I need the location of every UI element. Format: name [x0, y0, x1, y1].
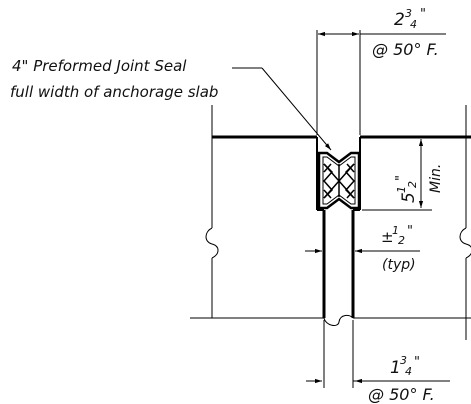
- seal-outline: [317, 151, 361, 210]
- seal-inner-outline: [322, 156, 356, 205]
- callout-line-1: 4" Preformed Joint Seal: [12, 57, 187, 75]
- svg-text:2: 2: [398, 234, 405, 247]
- svg-text:4: 4: [410, 18, 417, 31]
- svg-text:2: 2: [406, 181, 419, 188]
- svg-text:3: 3: [405, 7, 412, 20]
- svg-text:3: 3: [400, 354, 407, 367]
- slab-outlines: [190, 105, 471, 340]
- svg-text:2: 2: [394, 10, 405, 30]
- depth-dimension: [362, 136, 432, 211]
- svg-text:1: 1: [395, 186, 408, 193]
- seal-diamond-web: [322, 163, 356, 199]
- right-break-symbol: [459, 227, 471, 259]
- top-dimension: [316, 30, 446, 135]
- bottom-break-symbol: [323, 314, 354, 326]
- svg-text:": ": [420, 7, 426, 22]
- svg-text:1: 1: [390, 358, 401, 378]
- svg-text:1: 1: [392, 224, 399, 237]
- svg-text:±: ±: [381, 228, 394, 246]
- bottom-dimension: [306, 320, 450, 388]
- depth-dimension-label: 5 1 2 ": [394, 175, 419, 203]
- top-dimension-label: 2 3 4 " @ 50° F.: [372, 7, 439, 59]
- top-dim-temperature: @ 50° F.: [372, 40, 439, 59]
- svg-text:5: 5: [399, 192, 419, 203]
- callout-line-2: full width of anchorage slab: [10, 83, 218, 101]
- svg-text:": ": [414, 355, 420, 370]
- bottom-dim-temperature: @ 50° F.: [368, 385, 435, 404]
- depth-dimension-note: Min.: [428, 164, 444, 193]
- svg-text:4: 4: [405, 365, 412, 378]
- callout-leader: [232, 67, 332, 151]
- svg-text:": ": [394, 175, 409, 181]
- left-break-symbol: [205, 227, 219, 259]
- tolerance-label: ± 1 2 " (typ): [381, 224, 416, 273]
- bottom-dimension-label: 1 3 4 " @ 50° F.: [368, 354, 435, 404]
- svg-text:Min.: Min.: [428, 164, 444, 193]
- svg-text:": ": [407, 224, 413, 239]
- tolerance-note: (typ): [382, 257, 416, 273]
- preformed-joint-seal: [317, 151, 361, 210]
